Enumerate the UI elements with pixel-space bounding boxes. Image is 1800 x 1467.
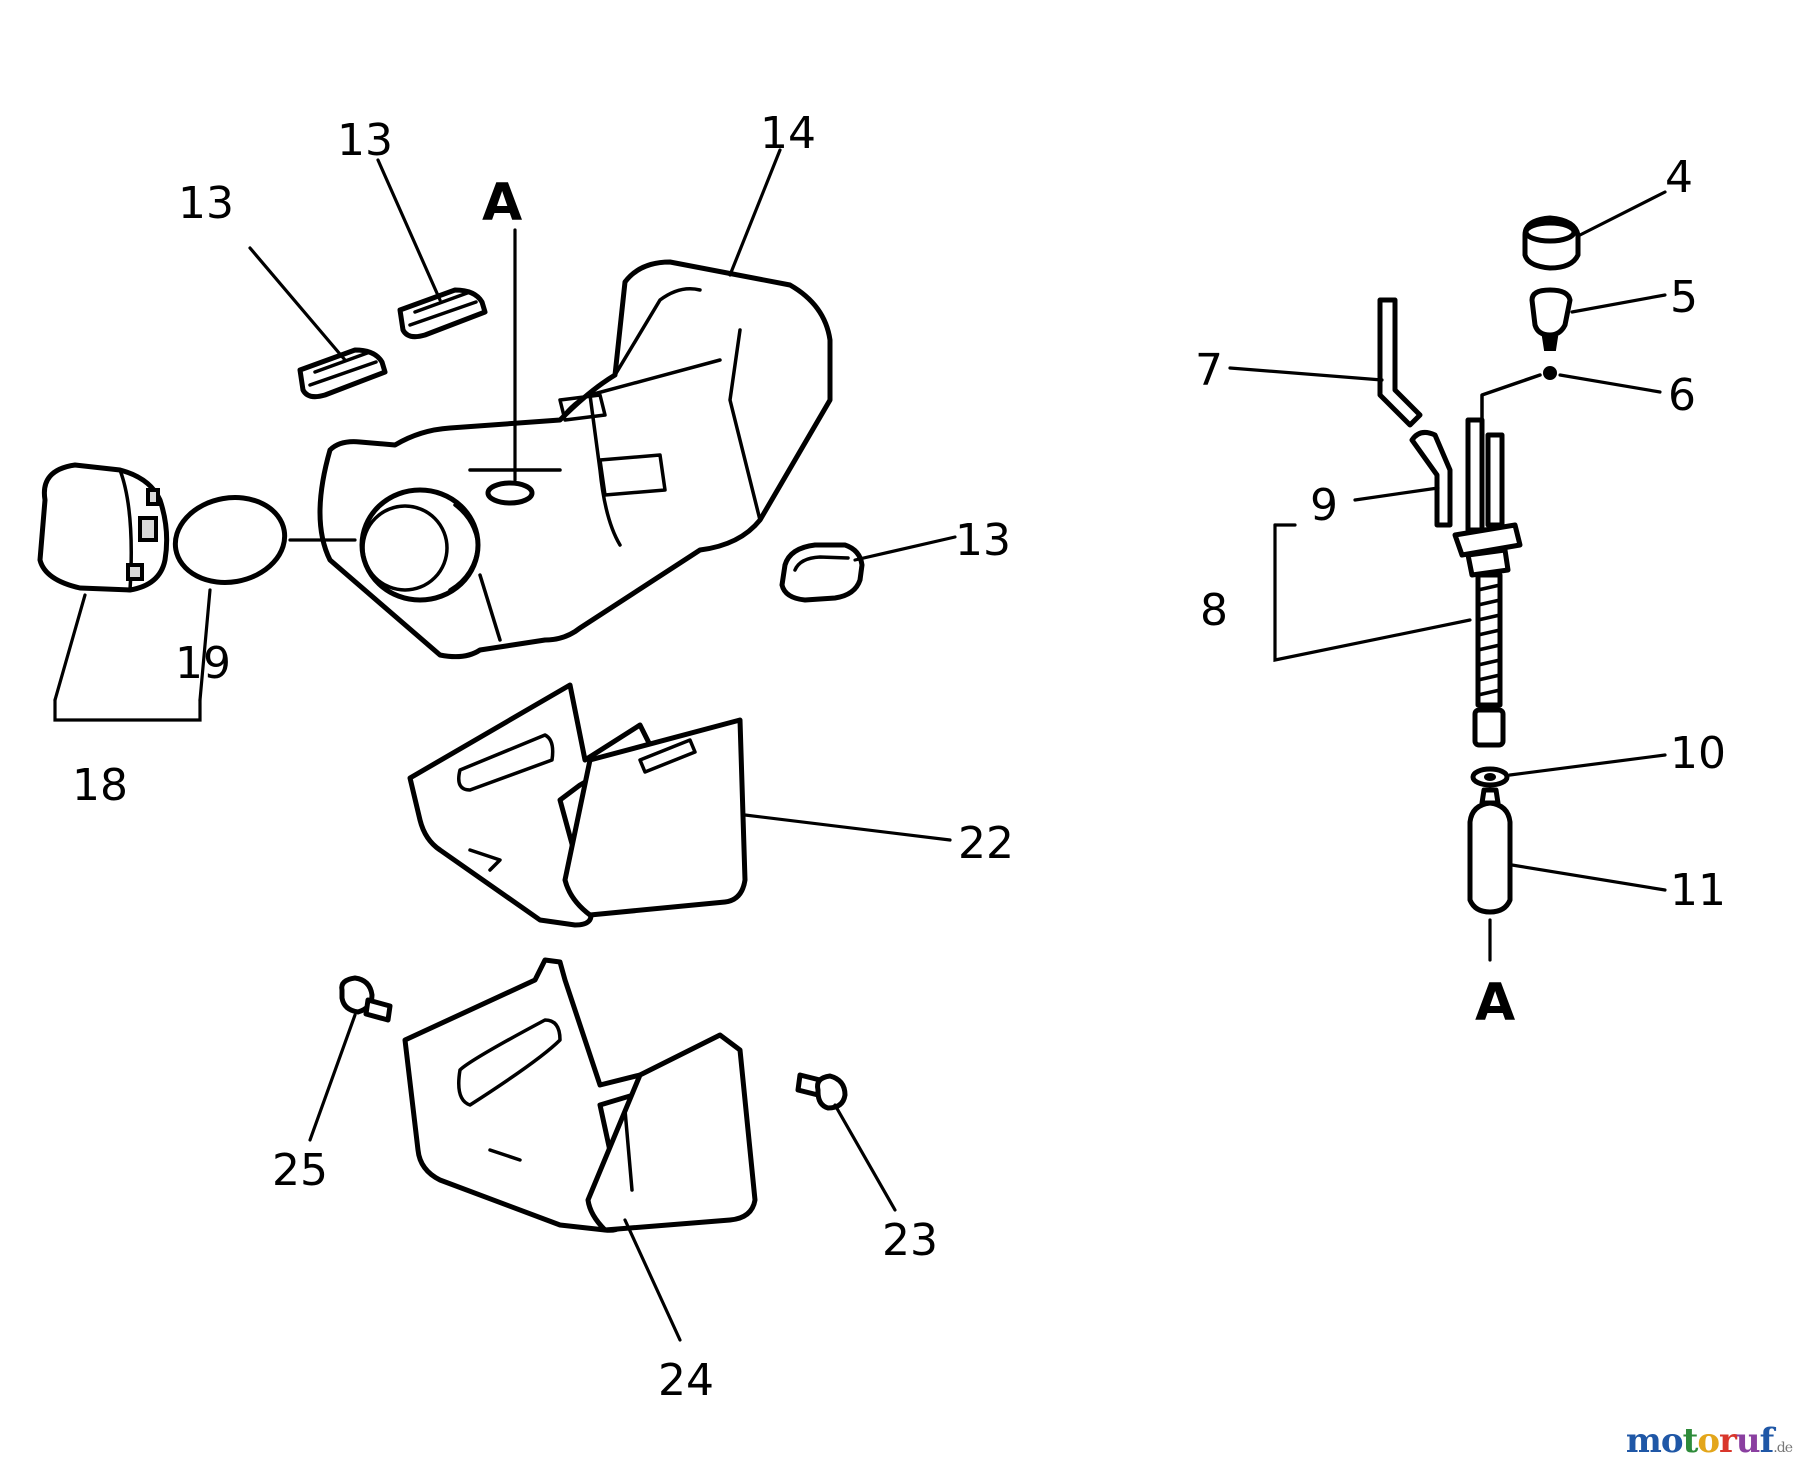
label-13-right: 13: [955, 515, 1011, 566]
label-18: 18: [72, 760, 128, 811]
screw-23: [795, 1072, 848, 1111]
watermark-letter: o: [1697, 1421, 1720, 1461]
watermark: motoruf.de: [1625, 1421, 1793, 1461]
label-24: 24: [658, 1355, 714, 1406]
label-25: 25: [272, 1145, 328, 1196]
label-10: 10: [1670, 728, 1726, 779]
watermark-letter: m: [1625, 1421, 1662, 1461]
watermark-letter: o: [1660, 1421, 1684, 1461]
label-13-middle: 13: [337, 115, 393, 166]
pad-13-right: [779, 542, 865, 603]
part-labels: 13 13 14 A 13 19 18 22 25 23 24 4 5 6 7 …: [72, 108, 1726, 1406]
label-23: 23: [882, 1215, 938, 1266]
part-8-hose: [1475, 572, 1503, 708]
tank-cap: [37, 462, 170, 593]
label-11: 11: [1670, 865, 1726, 916]
fuel-pickup-assembly: [1377, 215, 1581, 915]
watermark-letter: t: [1682, 1421, 1699, 1461]
watermark-suffix: .de: [1773, 1440, 1793, 1456]
watermark-letter: u: [1735, 1421, 1761, 1461]
part-7: [1377, 297, 1423, 428]
pad-13-left: [297, 347, 388, 400]
label-5: 5: [1670, 272, 1698, 323]
part-5: [1529, 287, 1573, 338]
label-8: 8: [1200, 585, 1228, 636]
pad-13-middle: [397, 287, 488, 340]
label-9: 9: [1310, 480, 1338, 531]
label-19: 19: [175, 638, 231, 689]
bottom-cover: [402, 957, 758, 1233]
label-22: 22: [958, 818, 1014, 869]
watermark-letter: f: [1759, 1421, 1775, 1461]
label-7: 7: [1195, 345, 1223, 396]
leader-lines: [53, 148, 1667, 1342]
screw-25: [339, 975, 393, 1023]
label-a-top: A: [482, 173, 522, 233]
lower-cover: [407, 682, 748, 928]
part-11: [1467, 800, 1513, 915]
cap-gasket: [172, 495, 288, 585]
watermark-letter: r: [1719, 1421, 1737, 1461]
label-4: 4: [1665, 152, 1693, 203]
label-13-left: 13: [178, 178, 234, 229]
part-9: [1409, 429, 1453, 528]
label-14: 14: [760, 108, 816, 159]
label-6: 6: [1668, 370, 1696, 421]
label-a-bottom: A: [1475, 973, 1515, 1033]
fuel-tank: [317, 259, 833, 660]
